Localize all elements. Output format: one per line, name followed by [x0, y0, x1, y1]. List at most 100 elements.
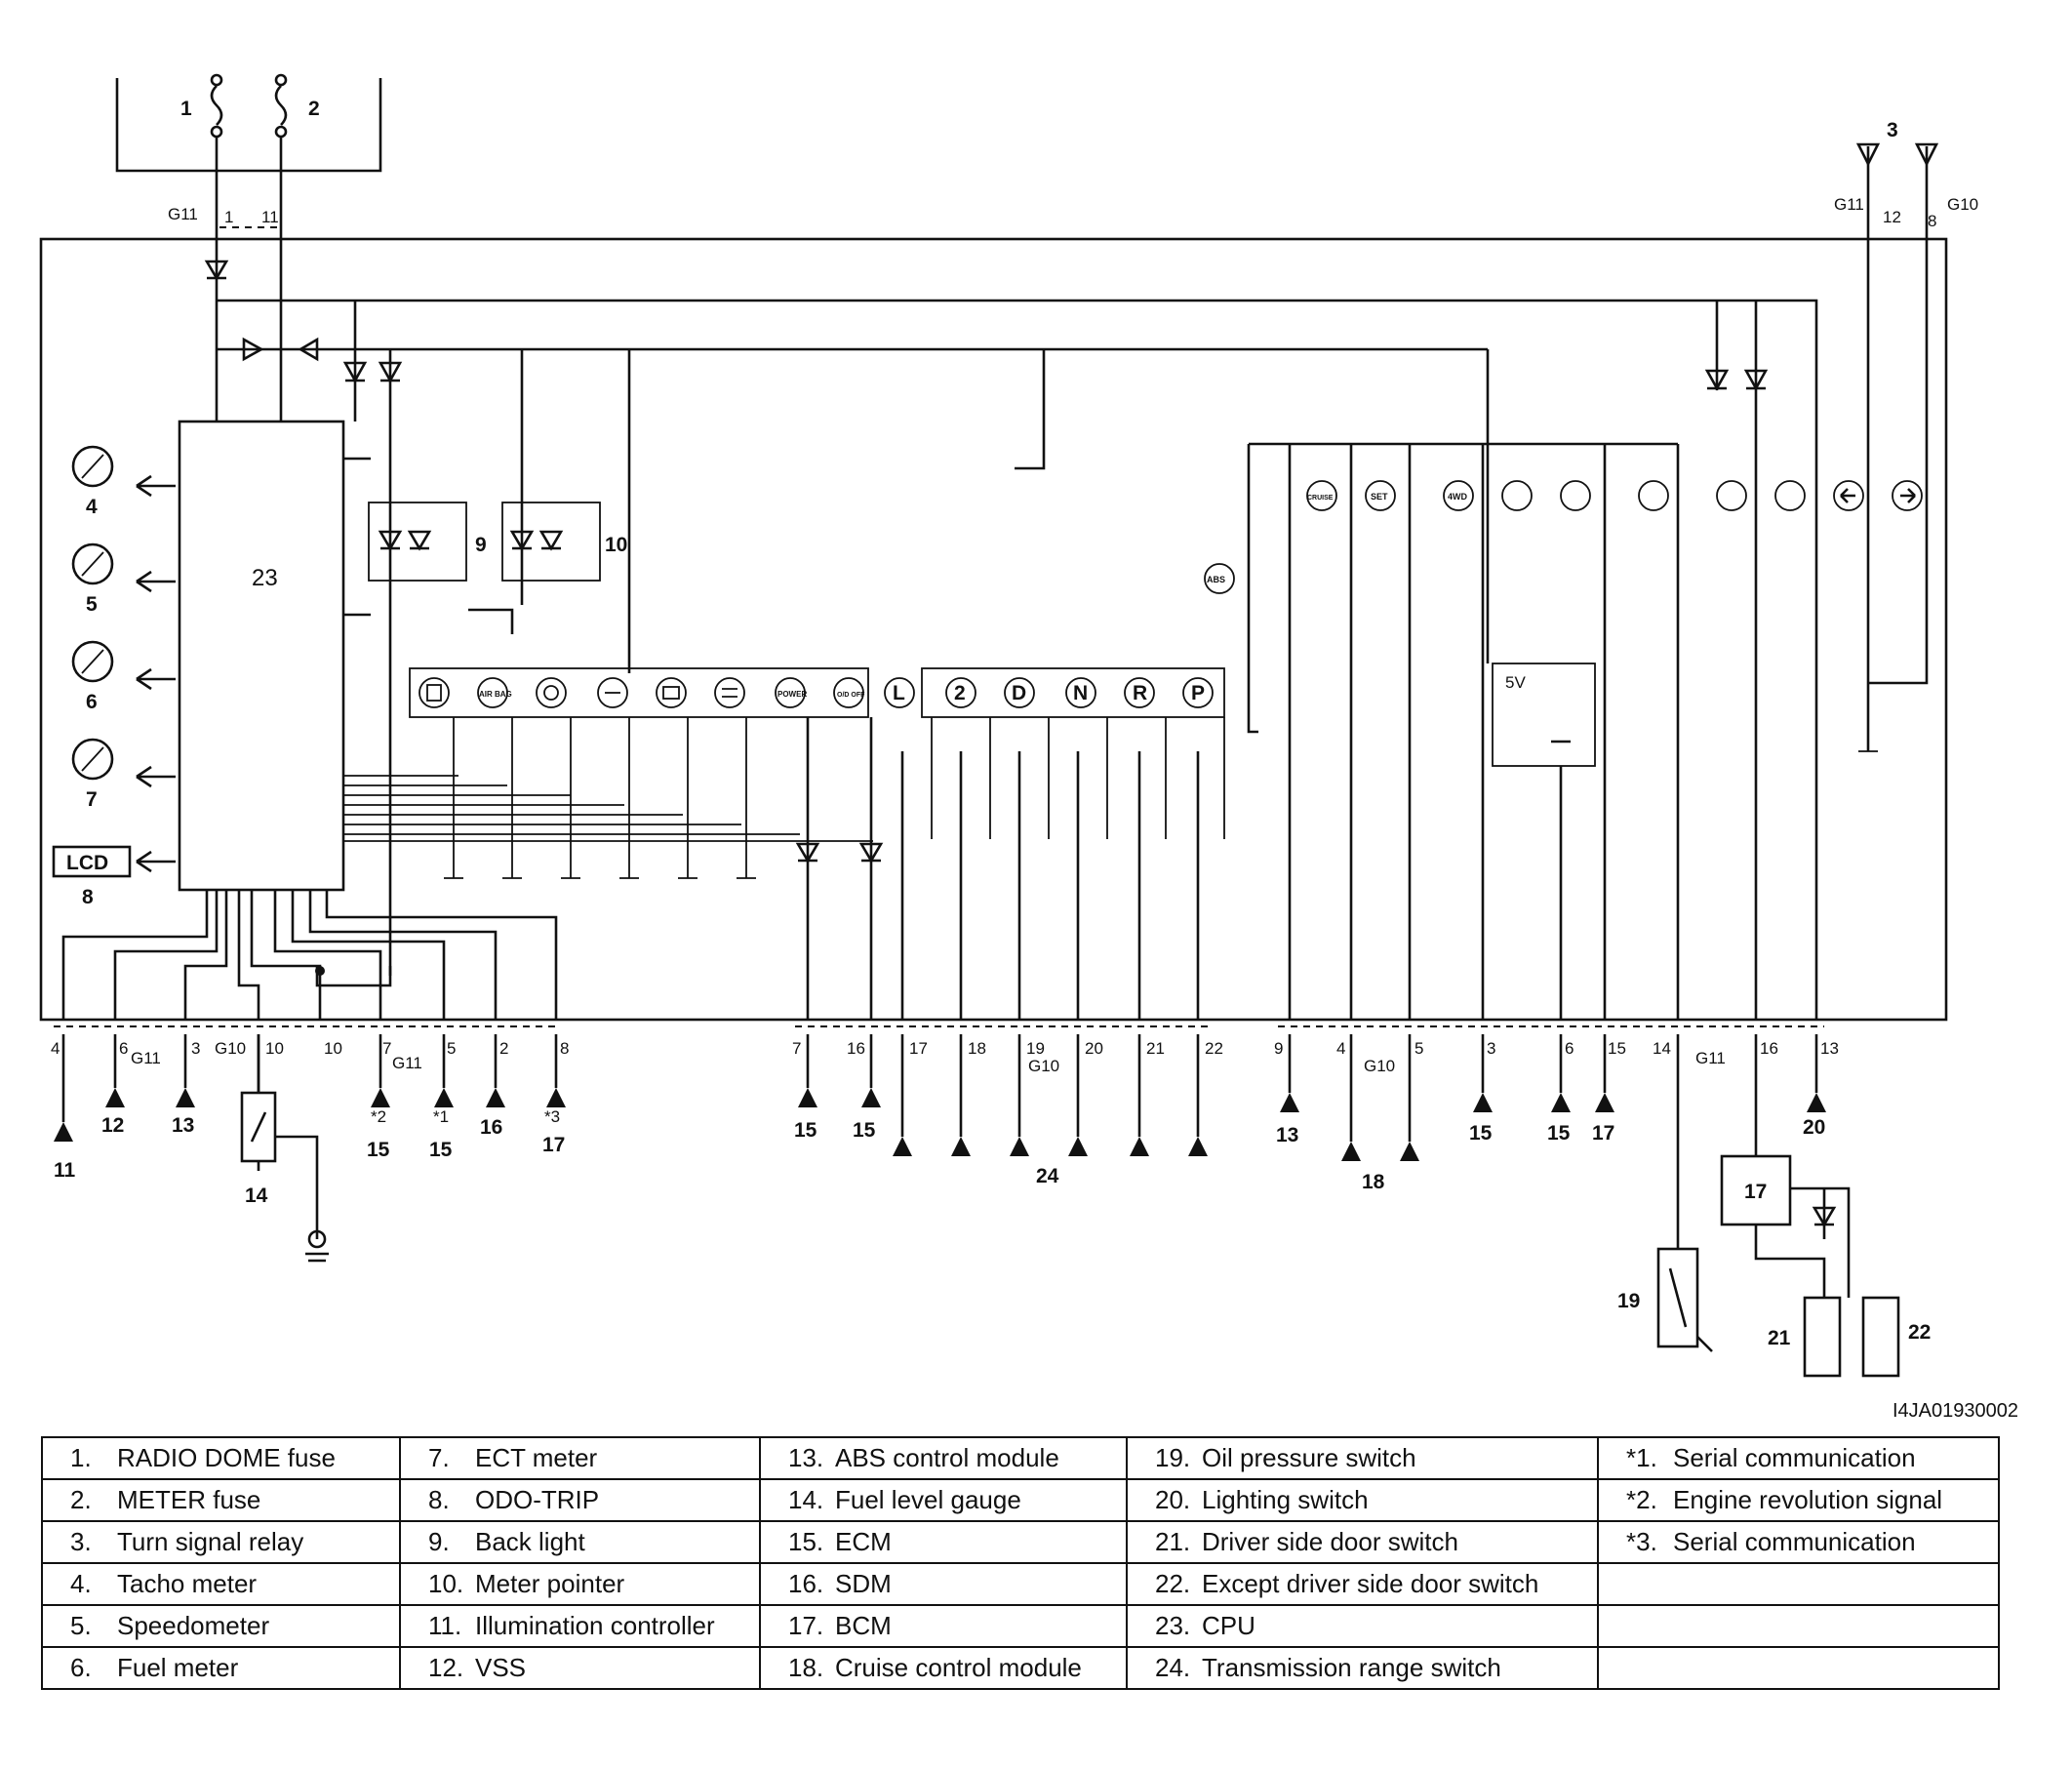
legend-label: Fuel meter: [117, 1653, 239, 1682]
speedometer-number: 5: [86, 593, 98, 616]
turn-signal-relay-number: 3: [1887, 119, 1898, 141]
pin-3: 3: [191, 1039, 200, 1058]
dest-bcm-right: 17: [1592, 1122, 1614, 1145]
back-light-number: 9: [475, 534, 487, 556]
connector-g11-right: G11: [1834, 195, 1864, 214]
legend-label: ABS control module: [835, 1443, 1059, 1472]
legend-label: CPU: [1202, 1611, 1255, 1640]
legend-label: Serial communication: [1673, 1443, 1916, 1472]
image-code: I4JA01930002: [1893, 1400, 2018, 1422]
cruise-icon-label: CRUISE: [1307, 495, 1334, 502]
ect-meter-number: 7: [86, 788, 98, 811]
pin-13: 13: [1820, 1039, 1839, 1058]
legend-number: 15.: [788, 1527, 824, 1556]
pin-11-top: 11: [261, 208, 279, 226]
destination-labels: 11 12 13 14 *2 15 *1 15 16 *3 17 15 15 2…: [54, 1107, 1931, 1349]
legend-cell: *3.Serial communication: [1597, 1520, 2000, 1564]
five-volt-box: [1492, 663, 1596, 767]
legend-cell: 11.Illumination controller: [399, 1604, 761, 1648]
dest-transmission-range-switch: 24: [1036, 1165, 1059, 1187]
pin-16b: 16: [1760, 1039, 1778, 1058]
legend-number: 24.: [1155, 1653, 1191, 1682]
dest-bcm-box: 17: [1744, 1181, 1767, 1203]
power-icon-label: POWER: [777, 690, 807, 699]
legend-cell: 8. ODO-TRIP: [399, 1478, 761, 1522]
legend-label: Fuel level gauge: [835, 1485, 1021, 1514]
pin-5b: 5: [1415, 1039, 1423, 1058]
legend-label: ODO-TRIP: [475, 1485, 600, 1514]
cpu-block: [178, 420, 345, 892]
dest-cruise-control: 18: [1362, 1171, 1385, 1193]
fuse-1-label: 1: [180, 98, 192, 120]
legend-cell: 21.Driver side door switch: [1126, 1520, 1599, 1564]
set-icon-label: SET: [1371, 492, 1388, 502]
legend-cell: [1597, 1646, 2000, 1690]
range-N: N: [1073, 682, 1088, 704]
mark-serial-3: *3: [544, 1107, 560, 1126]
fuel-meter-number: 6: [86, 691, 98, 713]
dest-sdm: 16: [480, 1116, 502, 1139]
back-light-box: [368, 502, 467, 582]
wiring-diagram: 1 2 G11 1 11 G11 12 8 G10 23 4 5 6: [39, 73, 2018, 1422]
legend-label: Lighting switch: [1202, 1485, 1369, 1514]
pin-14: 14: [1653, 1039, 1671, 1058]
dest-bcm: 17: [542, 1134, 565, 1156]
turn-left-arrow-icon: [1833, 480, 1864, 511]
dest-abs-left: 13: [172, 1114, 194, 1137]
fuse-box: 1 2: [115, 73, 382, 173]
legend-cell: 15.ECM: [759, 1520, 1128, 1564]
legend-cell: *1.Serial communication: [1597, 1436, 2000, 1480]
legend-cell: 22.Except driver side door switch: [1126, 1562, 1599, 1606]
legend-label: Turn signal relay: [117, 1527, 304, 1556]
legend-cell: [1597, 1562, 2000, 1606]
indicator-icon-od-off: O/D OFF: [833, 677, 865, 708]
dest-passenger-door-switch: 22: [1908, 1321, 1931, 1344]
connector-g10-right: G10: [1947, 195, 1978, 214]
legend-label: Cruise control module: [835, 1653, 1082, 1682]
legend-number: 20.: [1155, 1485, 1191, 1514]
pin-21: 21: [1146, 1039, 1165, 1058]
pin-22: 22: [1205, 1039, 1223, 1058]
legend-cell: 16.SDM: [759, 1562, 1128, 1606]
bottom-pin-numbers: 4 6 3 10 10 7 5 2 8 7 16 17 18 19 20 21 …: [51, 1039, 1839, 1058]
dest-ecm-c: 15: [794, 1119, 817, 1142]
dest-ecm-a: 15: [367, 1139, 390, 1161]
pin-7b: 7: [792, 1039, 801, 1058]
pin-20: 20: [1085, 1039, 1103, 1058]
pin-7: 7: [382, 1039, 391, 1058]
left-lamp-drivers: [444, 717, 884, 1020]
right-indicator-icons: CRUISE SET 4WD: [1306, 480, 1923, 511]
legend-label: Driver side door switch: [1202, 1527, 1458, 1556]
dest-illumination-controller: 11: [54, 1159, 76, 1182]
indicator-icon-5: [656, 677, 687, 708]
legend-number: *3.: [1626, 1527, 1657, 1556]
pin-3b: 3: [1487, 1039, 1495, 1058]
dest-ecm-e: 15: [1469, 1122, 1493, 1145]
indicator-icon-5: [1560, 480, 1591, 511]
dest-ecm-d: 15: [853, 1119, 876, 1142]
indicator-icon-4: [1501, 480, 1533, 511]
legend-number: 23.: [1155, 1611, 1191, 1640]
range-D: D: [1012, 682, 1026, 704]
dest-abs-right: 13: [1276, 1124, 1298, 1146]
connector-g10-bottom-c: G10: [1364, 1057, 1395, 1075]
legend-number: 8.: [428, 1485, 450, 1514]
range-switch-lines: [900, 717, 1225, 1020]
range-R: R: [1133, 682, 1147, 704]
indicator-icon-cruise: CRUISE: [1306, 480, 1337, 511]
legend-cell: 20. Lighting switch: [1126, 1478, 1599, 1522]
legend-cell: 24.Transmission range switch: [1126, 1646, 1599, 1690]
indicator-icon-set: SET: [1365, 480, 1396, 511]
legend-number: 13.: [788, 1443, 824, 1472]
connector-g11-bottom-c: G11: [1695, 1049, 1726, 1067]
legend-cell: [1597, 1604, 2000, 1648]
legend-label: VSS: [475, 1653, 527, 1682]
pin-19: 19: [1026, 1039, 1045, 1058]
legend-cell: 13. ABS control module: [759, 1436, 1128, 1480]
legend-cell: 1.RADIO DOME fuse: [41, 1436, 401, 1480]
airbag-icon-label: AIR BAG: [479, 690, 512, 699]
legend-cell: 6.Fuel meter: [41, 1646, 401, 1690]
legend-cell: 23. CPU: [1126, 1604, 1599, 1648]
indicator-icon-4wd: 4WD: [1443, 480, 1474, 511]
